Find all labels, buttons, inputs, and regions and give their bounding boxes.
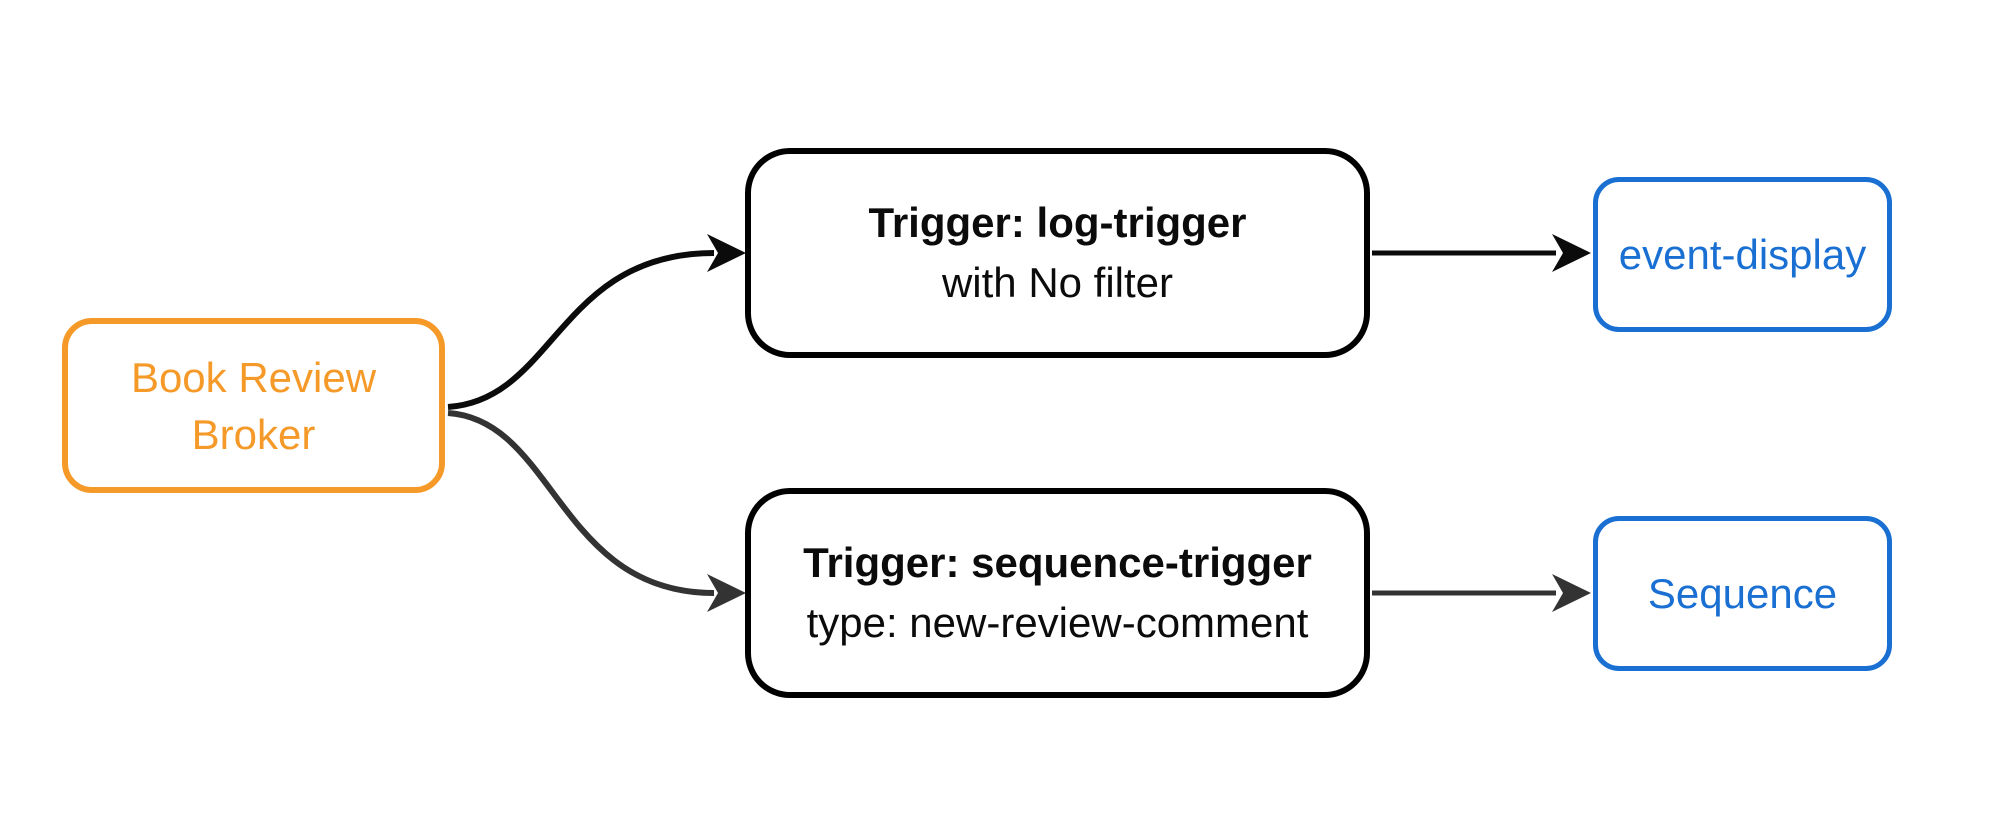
broker-label: Book Review Broker: [130, 353, 377, 458]
sequence-label: Sequence: [1647, 569, 1838, 617]
trigger-sequence-title: Trigger: sequence-trigger: [803, 539, 1312, 586]
edge-broker-to-sequence-trigger: [447, 410, 715, 596]
trigger-sequence-subtitle: type: new-review-comment: [806, 599, 1309, 646]
node-trigger-log: Trigger: log-trigger with No filter: [745, 148, 1370, 358]
node-trigger-sequence: Trigger: sequence-trigger type: new-revi…: [745, 488, 1370, 698]
arrowhead-log-trigger-icon: [707, 234, 746, 272]
edge-broker-to-log-trigger: [447, 250, 715, 410]
event-display-label: event-display: [1618, 230, 1867, 278]
node-event-display: event-display: [1593, 177, 1892, 332]
arrowhead-sequence-trigger-icon: [707, 574, 746, 612]
node-book-review-broker: Book Review Broker: [62, 318, 445, 493]
trigger-log-title: Trigger: log-trigger: [868, 199, 1247, 246]
arrowhead-event-display-icon: [1552, 234, 1591, 272]
node-sequence: Sequence: [1593, 516, 1892, 671]
trigger-log-subtitle: with No filter: [941, 259, 1174, 306]
arrowhead-sequence-icon: [1552, 574, 1591, 612]
